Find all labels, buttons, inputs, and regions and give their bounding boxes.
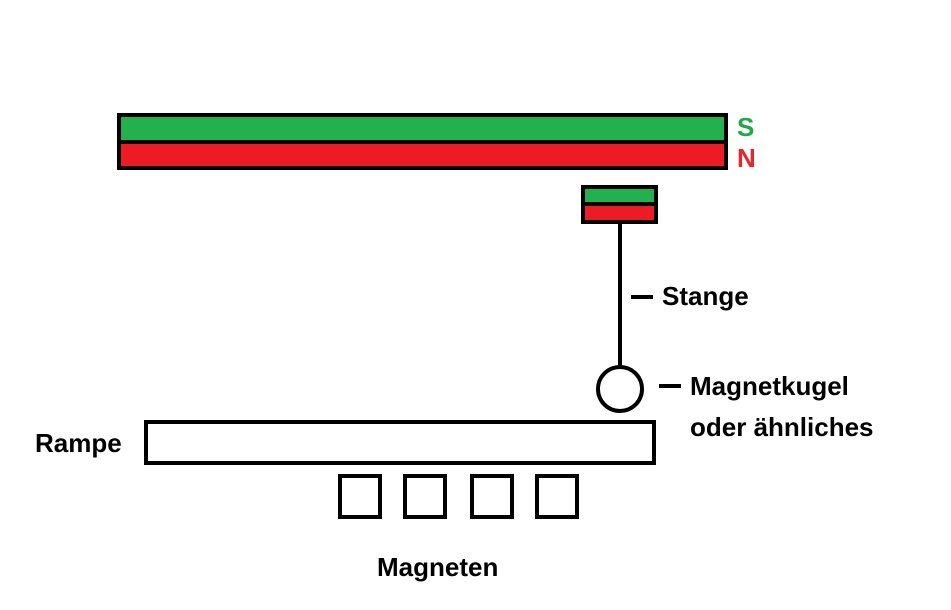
magnets-label: Magneten [377,552,498,582]
south-pole-label: S [737,112,754,142]
magnet-block [403,474,447,519]
magnet-block [338,474,382,519]
large-magnet-south-pole [117,113,728,144]
small-magnet-south-pole [581,185,658,206]
ramp [144,420,656,465]
magnet-row [338,474,579,519]
large-magnet-north-pole [117,140,728,170]
ball-label-line1: Magnetkugel [690,371,849,401]
magnet-block [535,474,579,519]
north-pole-label: N [737,143,756,173]
large-bar-magnet [117,113,728,170]
rod-label: Stange [662,281,749,311]
magnet-ball [596,365,644,413]
ball-label-line2: oder ähnliches [690,412,874,442]
small-magnet-north-pole [581,202,658,224]
magnet-block [470,474,514,519]
ramp-label: Rampe [35,428,122,458]
small-magnet [581,185,658,224]
